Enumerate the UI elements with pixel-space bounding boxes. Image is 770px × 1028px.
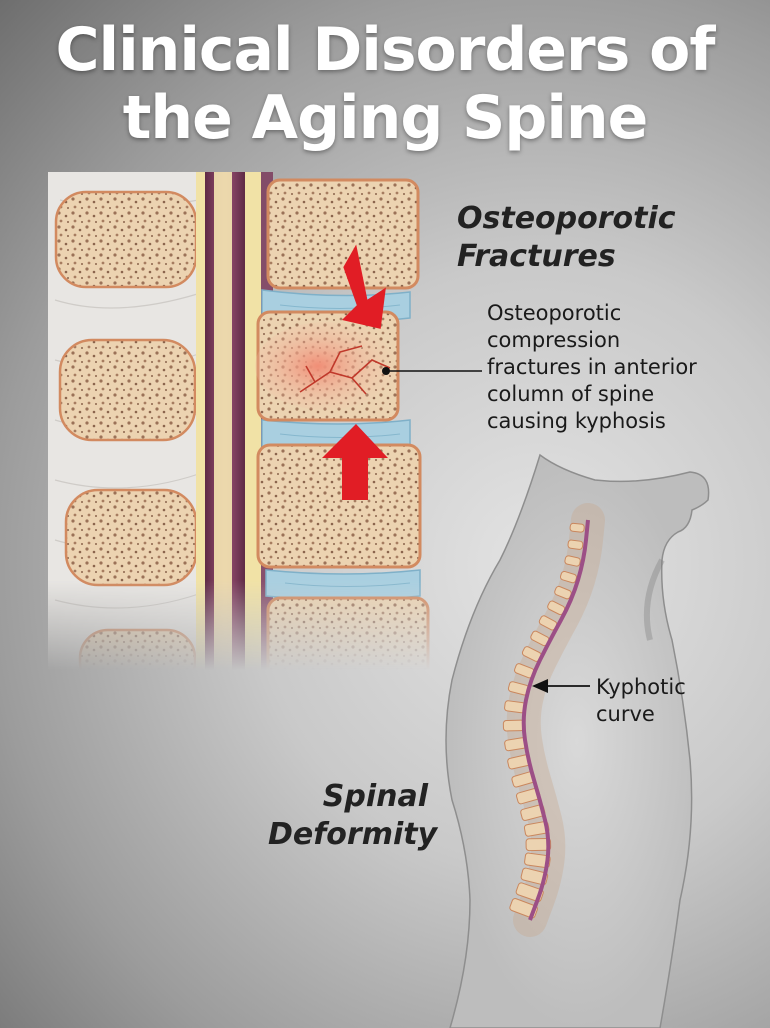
vertebra xyxy=(559,570,577,584)
arrow-up-icon xyxy=(322,424,388,500)
kyphotic-leader xyxy=(532,679,590,693)
vertebra xyxy=(564,555,581,567)
dura-right xyxy=(245,172,261,672)
deformity-heading: Spinal Deformity xyxy=(268,778,438,854)
fractures-note-line: Osteoporotic xyxy=(487,301,622,325)
fractures-heading: Osteoporotic Fractures xyxy=(457,200,676,276)
title-line-1: Clinical Disorders of xyxy=(55,15,715,85)
vertebrae-closeup xyxy=(48,172,430,692)
kyphotic-note-line: curve xyxy=(596,702,655,726)
fractures-note-line: column of spine xyxy=(487,382,655,406)
arrow-left-icon xyxy=(532,679,548,693)
vertebra xyxy=(504,700,526,714)
vertebra xyxy=(525,838,552,852)
vertebra xyxy=(567,539,584,550)
arrow-down-icon xyxy=(341,244,386,329)
fractures-note-line: causing kyphosis xyxy=(487,409,666,433)
kyphotic-note: Kyphotic curve xyxy=(596,674,686,728)
fracture-leader-dot xyxy=(382,367,390,375)
fracture-cracks xyxy=(299,345,391,395)
body-silhouette xyxy=(445,453,710,1028)
vertebra xyxy=(569,522,585,533)
vertebra xyxy=(502,719,525,732)
title-line-2: the Aging Spine xyxy=(122,83,649,153)
kyphotic-note-line: Kyphotic xyxy=(596,675,686,699)
kyphotic-spine xyxy=(502,503,605,937)
fractures-heading-line-1: Osteoporotic xyxy=(457,201,676,236)
fractures-note-line: compression xyxy=(487,328,621,352)
spinal-cord-line xyxy=(521,519,590,921)
vertebra xyxy=(524,852,551,869)
posterior-processes xyxy=(54,190,198,692)
deformity-heading-line-1: Spinal xyxy=(322,779,428,814)
deformity-heading-line-2: Deformity xyxy=(268,817,438,852)
fractures-note: Osteoporotic compression fractures in an… xyxy=(487,300,697,435)
vertebra xyxy=(515,882,544,903)
fractures-heading-line-2: Fractures xyxy=(457,239,616,274)
intervertebral-discs xyxy=(261,289,421,601)
compression-arrows xyxy=(322,244,388,500)
vertebra xyxy=(520,867,549,886)
fracture-zone xyxy=(255,322,395,410)
fractures-note-line: fractures in anterior xyxy=(487,355,697,379)
